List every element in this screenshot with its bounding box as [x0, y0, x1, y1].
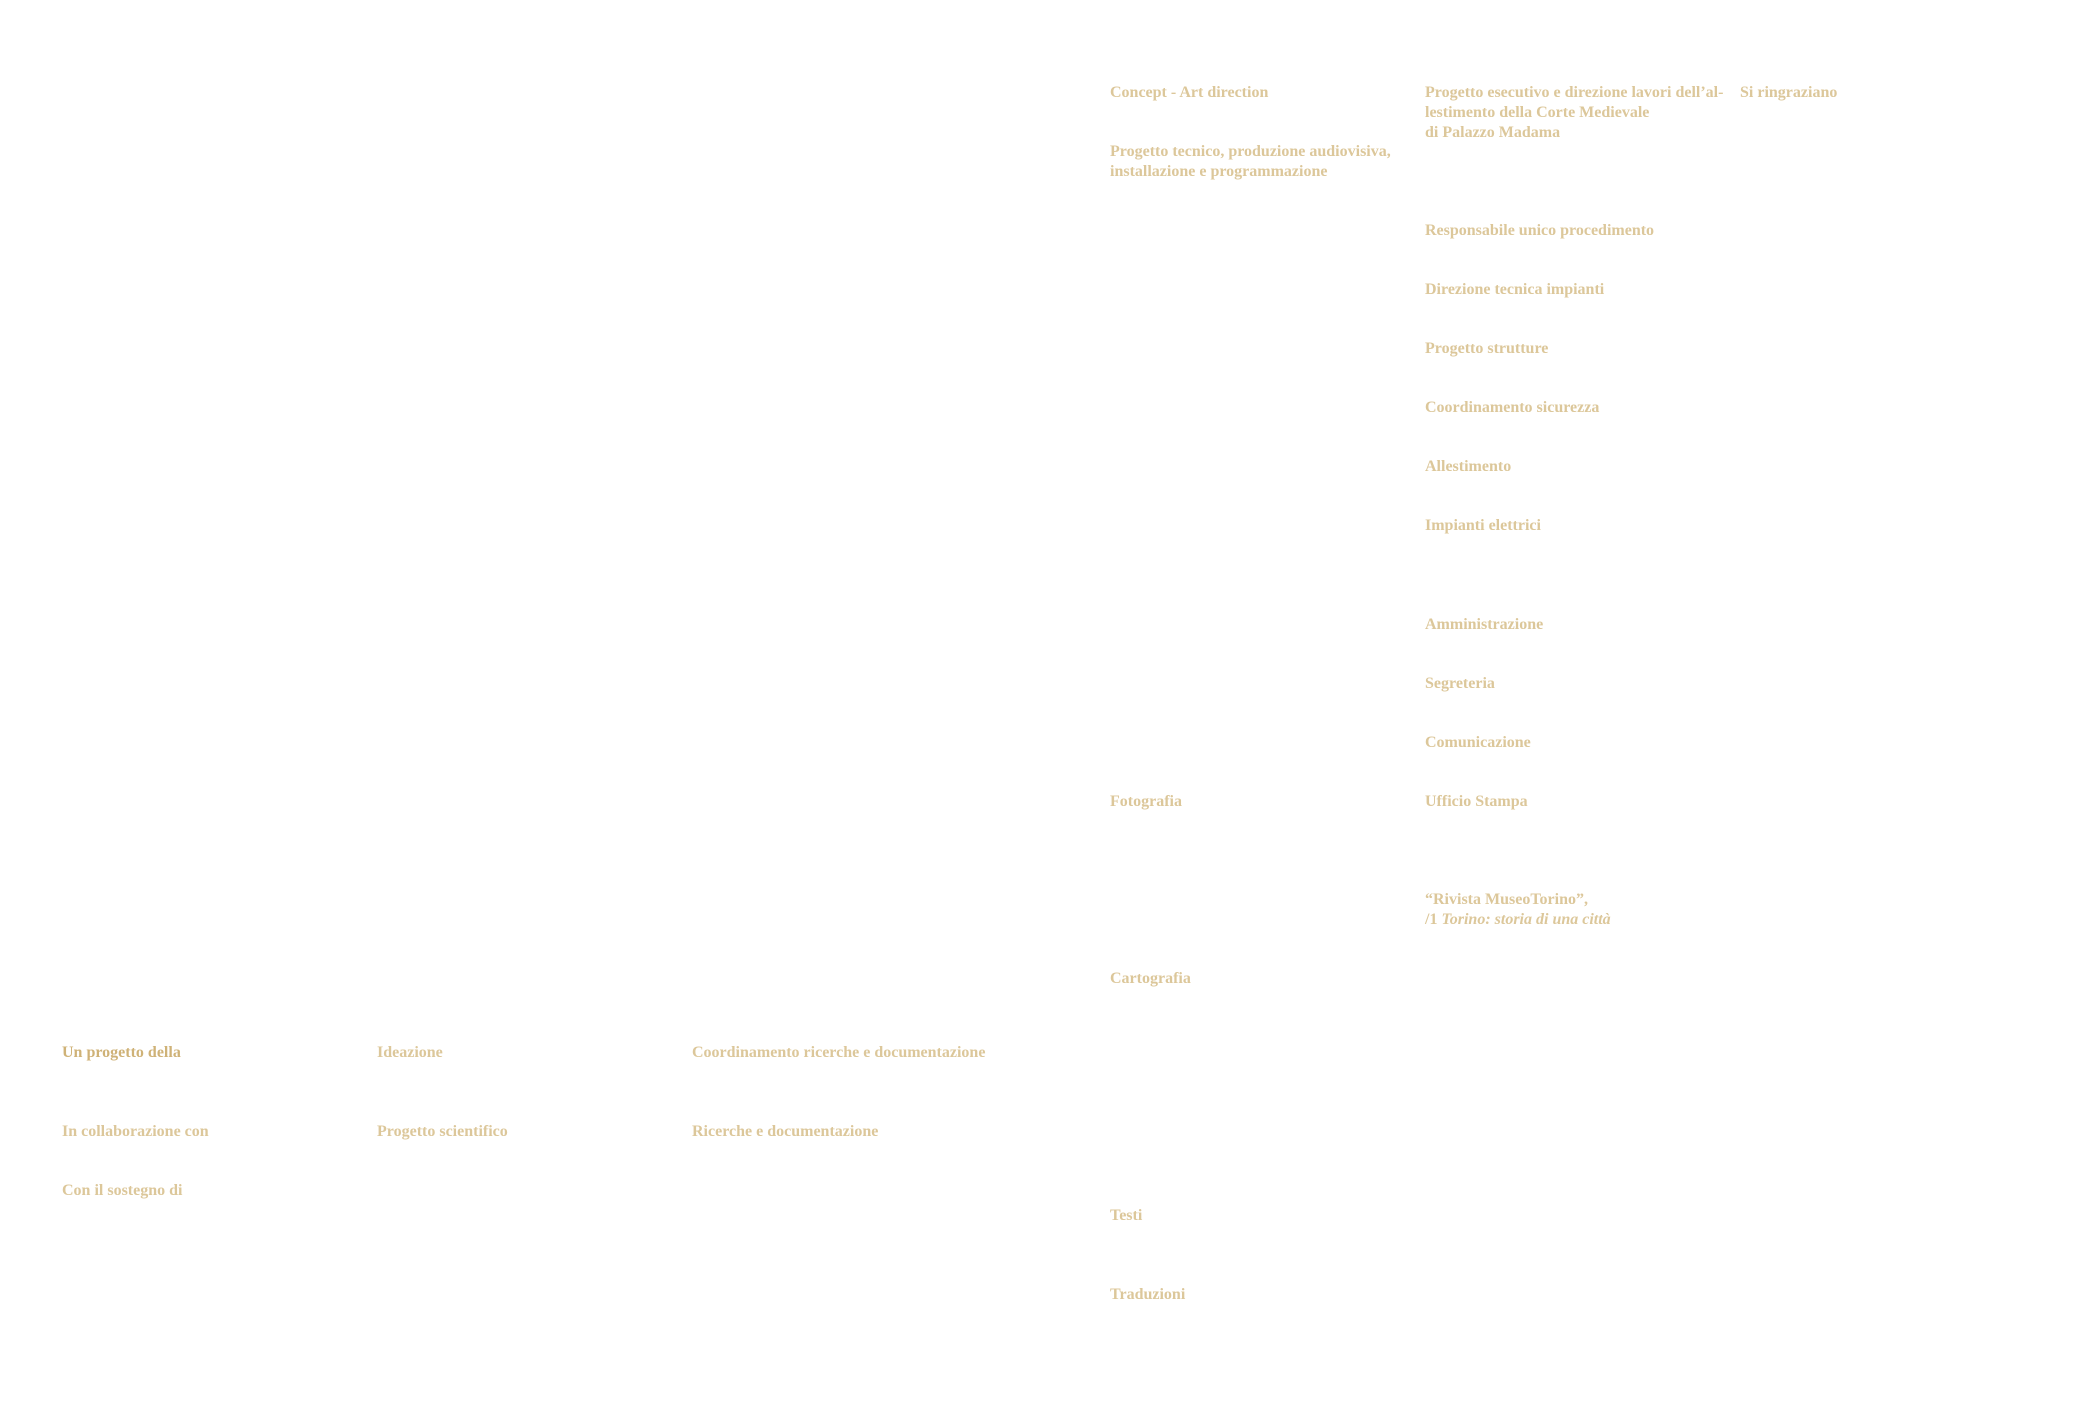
photography-label: Fotografia	[1110, 793, 1182, 810]
administration-label: Amministrazione	[1425, 616, 1544, 633]
translations-label: Traduzioni	[1110, 1286, 1186, 1303]
with-support-label: Con il sostegno di	[62, 1182, 183, 1199]
executive-project-label-line1: Progetto esecutivo e direzione lavori de…	[1425, 84, 1724, 101]
research-documentation-label: Ricerche e documentazione	[692, 1123, 879, 1140]
executive-project-label-line2: lestimento della Corte Medievale	[1425, 104, 1650, 121]
in-collaboration-label: In collaborazione con	[62, 1123, 209, 1140]
cartography-label: Cartografia	[1110, 970, 1191, 987]
press-office-label: Ufficio Stampa	[1425, 793, 1528, 810]
project-by-label: Un progetto della	[62, 1044, 181, 1061]
magazine-issue-title: Torino: storia di una città	[1441, 911, 1611, 928]
research-coordination-label: Coordinamento ricerche e documentazione	[692, 1044, 986, 1061]
magazine-label-line1: “Rivista MuseoTorino”,	[1425, 891, 1588, 908]
magazine-issue-number: /1	[1425, 911, 1442, 928]
technical-project-label-line2: installazione e programmazione	[1110, 163, 1328, 180]
scientific-project-label: Progetto scientifico	[377, 1123, 508, 1140]
technical-direction-label: Direzione tecnica impianti	[1425, 281, 1605, 298]
safety-coordination-label: Coordinamento sicurezza	[1425, 399, 1600, 416]
staging-label: Allestimento	[1425, 458, 1512, 475]
magazine-label-line2: /1 Torino: storia di una città	[1425, 910, 1611, 930]
sole-manager-label: Responsabile unico procedimento	[1425, 222, 1655, 239]
thanks-label: Si ringraziano	[1740, 84, 1838, 101]
electrical-systems-label: Impianti elettrici	[1425, 517, 1541, 534]
technical-project-label-line1: Progetto tecnico, produzione audiovisiva…	[1110, 143, 1391, 160]
structures-project-label: Progetto strutture	[1425, 340, 1549, 357]
communication-label: Comunicazione	[1425, 734, 1531, 751]
concept-art-direction-label: Concept - Art direction	[1110, 84, 1269, 101]
secretariat-label: Segreteria	[1425, 675, 1495, 692]
texts-label: Testi	[1110, 1207, 1143, 1224]
ideation-label: Ideazione	[377, 1044, 443, 1061]
executive-project-label-line3: di Palazzo Madama	[1425, 124, 1561, 141]
